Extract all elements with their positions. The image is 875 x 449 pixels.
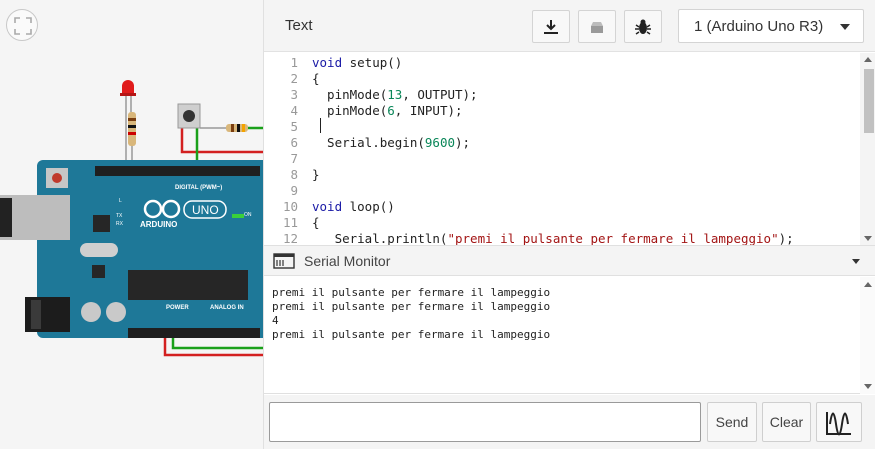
code-token-string: "premi il pulsante per fermare il lampeg…	[447, 231, 779, 245]
line-gutter: 1 2 3 4 5 6 7 8 9 10 11 12	[264, 53, 304, 245]
scroll-up-icon[interactable]	[864, 57, 872, 62]
chevron-down-icon[interactable]	[852, 259, 860, 264]
code-token: Serial.println(	[312, 231, 448, 245]
line-number: 6	[290, 135, 298, 150]
code-toolbar: Text 1 (Ar	[264, 0, 875, 52]
serial-output[interactable]: premi il pulsante per fermare il lampegg…	[264, 277, 875, 394]
scroll-down-icon[interactable]	[864, 236, 872, 241]
pushbutton	[177, 103, 201, 129]
code-token-number: 13	[387, 87, 403, 102]
line-number: 10	[282, 199, 298, 214]
code-token-number: 6	[387, 103, 395, 118]
line-number: 9	[290, 183, 298, 198]
scroll-thumb[interactable]	[864, 69, 874, 133]
code-token-keyword: void	[312, 199, 343, 214]
board-on-label: ON	[244, 212, 252, 218]
code-line: pinMode(13, OUTPUT);	[312, 87, 478, 102]
serial-output-line: premi il pulsante per fermare il lampegg…	[272, 328, 551, 341]
code-line: void loop()	[312, 199, 395, 214]
chevron-down-icon	[840, 24, 850, 30]
arduino-board	[0, 160, 263, 338]
scroll-up-icon[interactable]	[864, 282, 872, 287]
serial-input[interactable]	[269, 402, 701, 442]
bug-icon	[635, 19, 651, 35]
scroll-down-icon[interactable]	[864, 384, 872, 389]
circuit-canvas[interactable]: ARDUINO UNO DIGITAL (PWM~) POWER ANALOG …	[0, 0, 263, 449]
line-number: 2	[290, 71, 298, 86]
upload-button[interactable]	[578, 10, 616, 43]
code-line: {	[312, 71, 320, 86]
line-number: 7	[290, 151, 298, 166]
code-line: void setup()	[312, 55, 402, 70]
code-token: setup()	[342, 55, 403, 70]
circuit-drawing	[0, 80, 263, 357]
serial-monitor-header[interactable]: Serial Monitor	[264, 245, 875, 276]
line-number: 8	[290, 167, 298, 182]
line-number: 1	[290, 55, 298, 70]
board-l-label: L	[119, 198, 122, 204]
board-analog-label: ANALOG IN	[210, 305, 244, 311]
serial-input-row: Send Clear	[264, 395, 875, 449]
serial-output-line: 4	[272, 314, 279, 327]
device-select[interactable]: 1 (Arduino Uno R3)	[678, 9, 864, 43]
code-scrollbar[interactable]	[860, 53, 875, 245]
wire-red-bottom	[163, 330, 263, 357]
editor-mode-label[interactable]: Text	[285, 17, 313, 34]
code-token: Serial.begin(	[312, 135, 425, 150]
code-token: pinMode(	[312, 87, 388, 102]
send-button[interactable]: Send	[707, 402, 757, 442]
line-number: 3	[290, 87, 298, 102]
code-token: loop()	[342, 199, 395, 214]
debug-button[interactable]	[624, 10, 662, 43]
code-token: pinMode(	[312, 103, 388, 118]
code-token: );	[778, 231, 794, 245]
device-select-value: 1 (Arduino Uno R3)	[694, 18, 824, 35]
code-line: Serial.println("premi il pulsante per fe…	[312, 231, 794, 245]
line-number: 12	[282, 231, 298, 245]
code-token: , OUTPUT);	[402, 87, 478, 102]
graph-icon	[826, 412, 851, 436]
graph-button[interactable]	[816, 402, 862, 442]
fit-view-button[interactable]	[6, 9, 38, 41]
download-button[interactable]	[532, 10, 570, 43]
clear-button[interactable]: Clear	[762, 402, 811, 442]
serial-output-line: premi il pulsante per fermare il lampegg…	[272, 300, 551, 313]
upload-icon	[591, 22, 603, 33]
line-number: 4	[290, 103, 298, 118]
code-token-keyword: void	[312, 55, 343, 70]
resistor-horizontal	[200, 124, 248, 132]
line-number: 11	[282, 215, 298, 230]
code-editor[interactable]: 1 2 3 4 5 6 7 8 9 10 11 12 void setup() …	[264, 53, 875, 245]
board-tx-label: TX	[116, 213, 123, 219]
board-rx-label: RX	[116, 221, 123, 227]
board-model-text: UNO	[192, 203, 219, 217]
code-token: , INPUT);	[394, 103, 463, 118]
code-token-number: 9600	[424, 135, 455, 150]
code-line: Serial.begin(9600);	[312, 135, 470, 150]
code-panel: Text 1 (Ar	[263, 0, 875, 449]
board-logo-text: ARDUINO	[140, 220, 178, 229]
wire-red-top	[180, 128, 263, 154]
code-line: pinMode(6, INPUT);	[312, 103, 463, 118]
serial-scrollbar[interactable]	[860, 277, 875, 394]
board-digital-label: DIGITAL (PWM~)	[175, 185, 223, 191]
code-line: }	[312, 167, 320, 182]
code-line: {	[312, 215, 320, 230]
serial-output-line: premi il pulsante per fermare il lampegg…	[272, 286, 551, 299]
serial-monitor-icon	[273, 253, 295, 269]
line-number: 5	[290, 119, 298, 134]
fit-view-icon	[14, 17, 32, 35]
board-power-label: POWER	[166, 305, 189, 311]
code-token: );	[455, 135, 471, 150]
download-icon	[544, 20, 558, 34]
text-cursor	[320, 118, 321, 133]
serial-monitor-title: Serial Monitor	[304, 253, 391, 269]
